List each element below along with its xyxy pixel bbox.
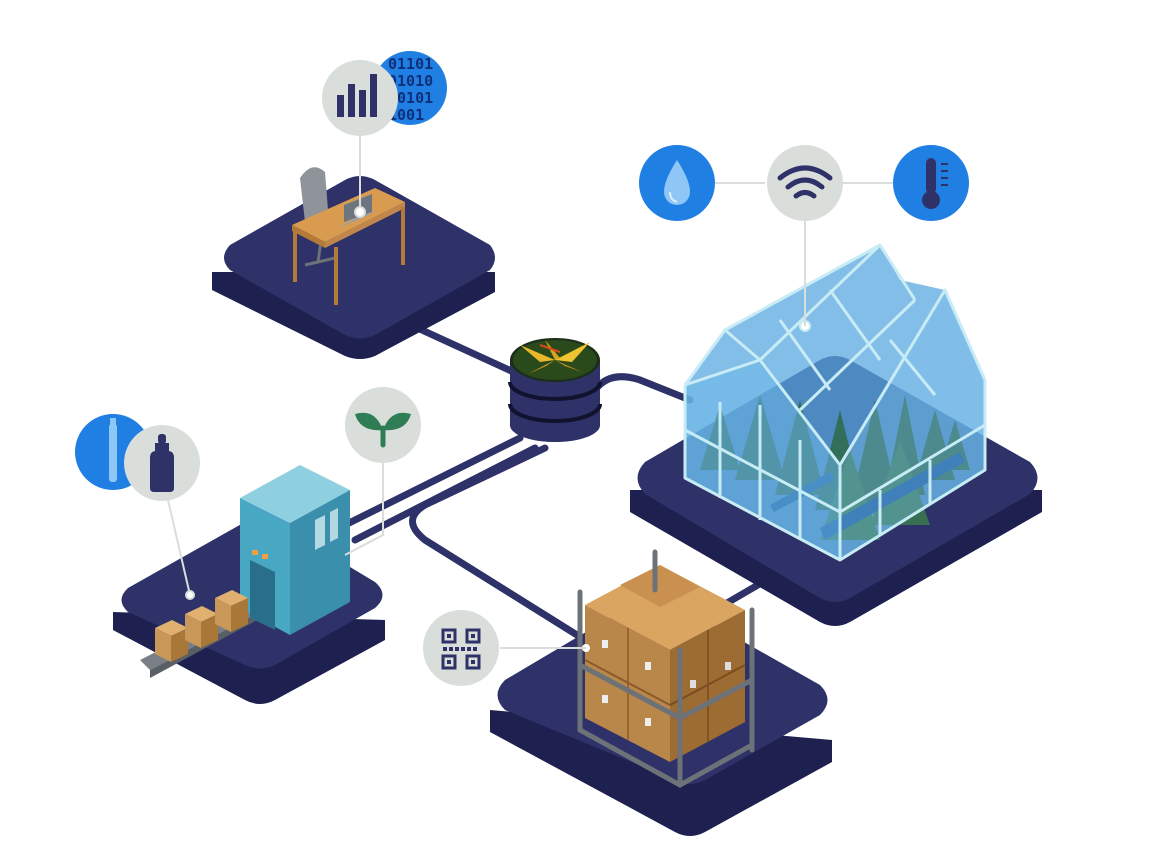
box-3: [215, 590, 248, 632]
connector-hub-greenhouse: [591, 373, 694, 404]
water-drop-icon[interactable]: [639, 145, 715, 221]
desk-sensor: [354, 206, 366, 218]
binary-line-3: 10101: [388, 89, 433, 107]
binary-line-1: 01101: [388, 55, 433, 73]
wifi-icon[interactable]: [767, 145, 843, 221]
box-1: [155, 620, 188, 662]
connector-hub-warehouse: [409, 444, 589, 644]
dropper-bottle-icon[interactable]: [124, 425, 200, 501]
callout-lines: [167, 130, 893, 649]
bar-chart-icon[interactable]: [322, 60, 398, 136]
conveyor-sensor: [185, 590, 195, 600]
pallet-rack[interactable]: [577, 549, 755, 788]
thermometer-icon[interactable]: [893, 145, 969, 221]
greenhouse[interactable]: [683, 243, 987, 562]
data-hub-cylinder[interactable]: [508, 338, 602, 442]
connector-hub-factory-a: [341, 434, 524, 529]
processing-machine[interactable]: [240, 465, 350, 635]
office-platform: [212, 167, 495, 359]
cannabis-leaf-icon: [513, 340, 597, 380]
office-desk: [292, 188, 405, 305]
box-2: [185, 606, 218, 648]
conveyor-boxes: [155, 590, 248, 662]
qr-code-icon[interactable]: [423, 610, 499, 686]
sprout-icon[interactable]: [345, 387, 421, 463]
binary-line-2: 01010: [388, 72, 433, 90]
binary-line-4: 1001: [388, 106, 424, 124]
greenhouse-frame: [683, 243, 987, 562]
